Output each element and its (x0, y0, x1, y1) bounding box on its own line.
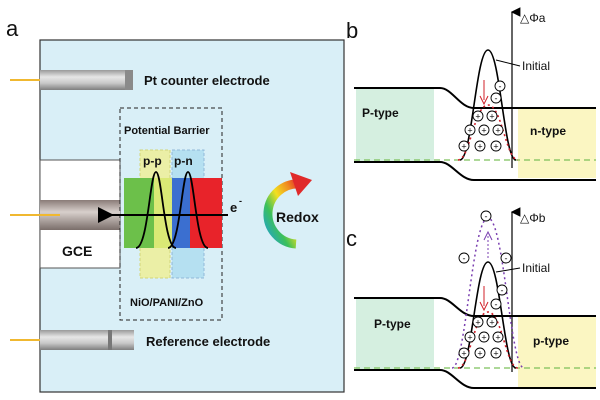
b-n-type-region (518, 108, 596, 178)
c-hole: + (492, 331, 504, 343)
pn-junction-label: p-n (174, 154, 193, 168)
b-delta-phi-label: △Φa (520, 11, 546, 25)
svg-text:+: + (495, 126, 500, 136)
electron-label: e (230, 200, 237, 215)
svg-text:-: - (505, 254, 508, 264)
c-hole: + (486, 316, 498, 328)
red-layer (190, 178, 222, 248)
c-hole: + (490, 347, 502, 359)
svg-text:-: - (463, 254, 466, 264)
c-electron: - (458, 252, 470, 264)
svg-text:-: - (485, 212, 488, 222)
svg-text:+: + (493, 142, 498, 152)
panel-b-letter: b (346, 18, 358, 43)
b-left-region-label: P-type (362, 106, 399, 120)
c-valence-band (354, 369, 596, 389)
c-electron: - (480, 210, 492, 222)
c-barrier-drop-arrowhead (479, 301, 489, 312)
svg-text:+: + (493, 349, 498, 359)
svg-text:+: + (467, 333, 472, 343)
c-right-region-label: p-type (533, 334, 569, 348)
panel-a-letter: a (6, 16, 19, 41)
c-initial-label: Initial (522, 261, 550, 275)
c-charge-group: - - - - - + + + + + + + + (458, 210, 512, 359)
svg-text:+: + (489, 318, 494, 328)
svg-text:+: + (467, 126, 472, 136)
b-initial-label: Initial (522, 59, 550, 73)
c-hole: + (474, 347, 486, 359)
c-left-region-label: P-type (374, 317, 411, 331)
b-hole: + (474, 140, 486, 152)
c-hole: + (472, 316, 484, 328)
b-hole: + (464, 124, 476, 136)
svg-text:+: + (477, 142, 482, 152)
b-electron: - (494, 80, 506, 92)
svg-text:+: + (475, 112, 480, 122)
c-p-type-right-region (518, 316, 596, 388)
b-hole: + (458, 140, 470, 152)
svg-text:+: + (481, 333, 486, 343)
svg-text:+: + (461, 349, 466, 359)
redox-arrow-arc (263, 179, 301, 249)
pt-electrode-label: Pt counter electrode (144, 73, 270, 88)
c-hole: + (464, 331, 476, 343)
c-initial-barrier (459, 261, 517, 369)
b-barrier-drop-arrowhead (479, 95, 489, 106)
b-initial-leader (495, 59, 521, 67)
b-hole: + (472, 110, 484, 122)
c-initial-leader (495, 267, 521, 273)
svg-text:-: - (501, 286, 504, 296)
redox-arrow-head (290, 172, 312, 196)
svg-text:-: - (499, 82, 502, 92)
svg-text:+: + (495, 333, 500, 343)
c-hole: + (478, 331, 490, 343)
b-hole: + (478, 124, 490, 136)
pp-junction-label: p-p (143, 154, 162, 168)
svg-text:-: - (495, 94, 498, 104)
c-delta-phi-label: △Φb (520, 211, 546, 225)
svg-text:+: + (475, 318, 480, 328)
redox-label: Redox (276, 209, 319, 225)
c-barrier-rise-arrowhead (483, 230, 493, 241)
c-electron: - (500, 252, 512, 264)
pp-barrier-peak (135, 171, 177, 249)
c-electron: - (490, 298, 502, 310)
material-label: NiO/PANI/ZnO (130, 297, 204, 309)
gce-label: GCE (62, 243, 92, 259)
panel-c-letter: c (346, 226, 357, 251)
b-right-region-label: n-type (530, 124, 566, 138)
b-electron: - (490, 92, 502, 104)
pt-electrode (40, 70, 132, 90)
potential-barrier-label: Potential Barrier (124, 125, 210, 137)
b-hole: + (486, 110, 498, 122)
svg-text:-: - (495, 300, 498, 310)
b-hole: + (492, 124, 504, 136)
b-p-type-region (356, 88, 434, 162)
c-p-type-region (356, 298, 434, 370)
c-hole: + (458, 347, 470, 359)
reference-electrode-band (108, 330, 112, 350)
nio-layer (124, 178, 154, 248)
pn-barrier-peak (167, 171, 209, 249)
c-electron: - (496, 284, 508, 296)
reference-electrode (40, 330, 134, 350)
b-charge-group: - - + + + + + + + + (458, 80, 506, 152)
svg-text:+: + (477, 349, 482, 359)
svg-text:+: + (489, 112, 494, 122)
svg-text:+: + (461, 142, 466, 152)
svg-text:+: + (481, 126, 486, 136)
b-valence-band (354, 161, 596, 181)
pt-electrode-tip (125, 70, 133, 90)
b-hole: + (490, 140, 502, 152)
reference-electrode-label: Reference electrode (146, 334, 270, 349)
electron-superscript: - (239, 196, 242, 206)
